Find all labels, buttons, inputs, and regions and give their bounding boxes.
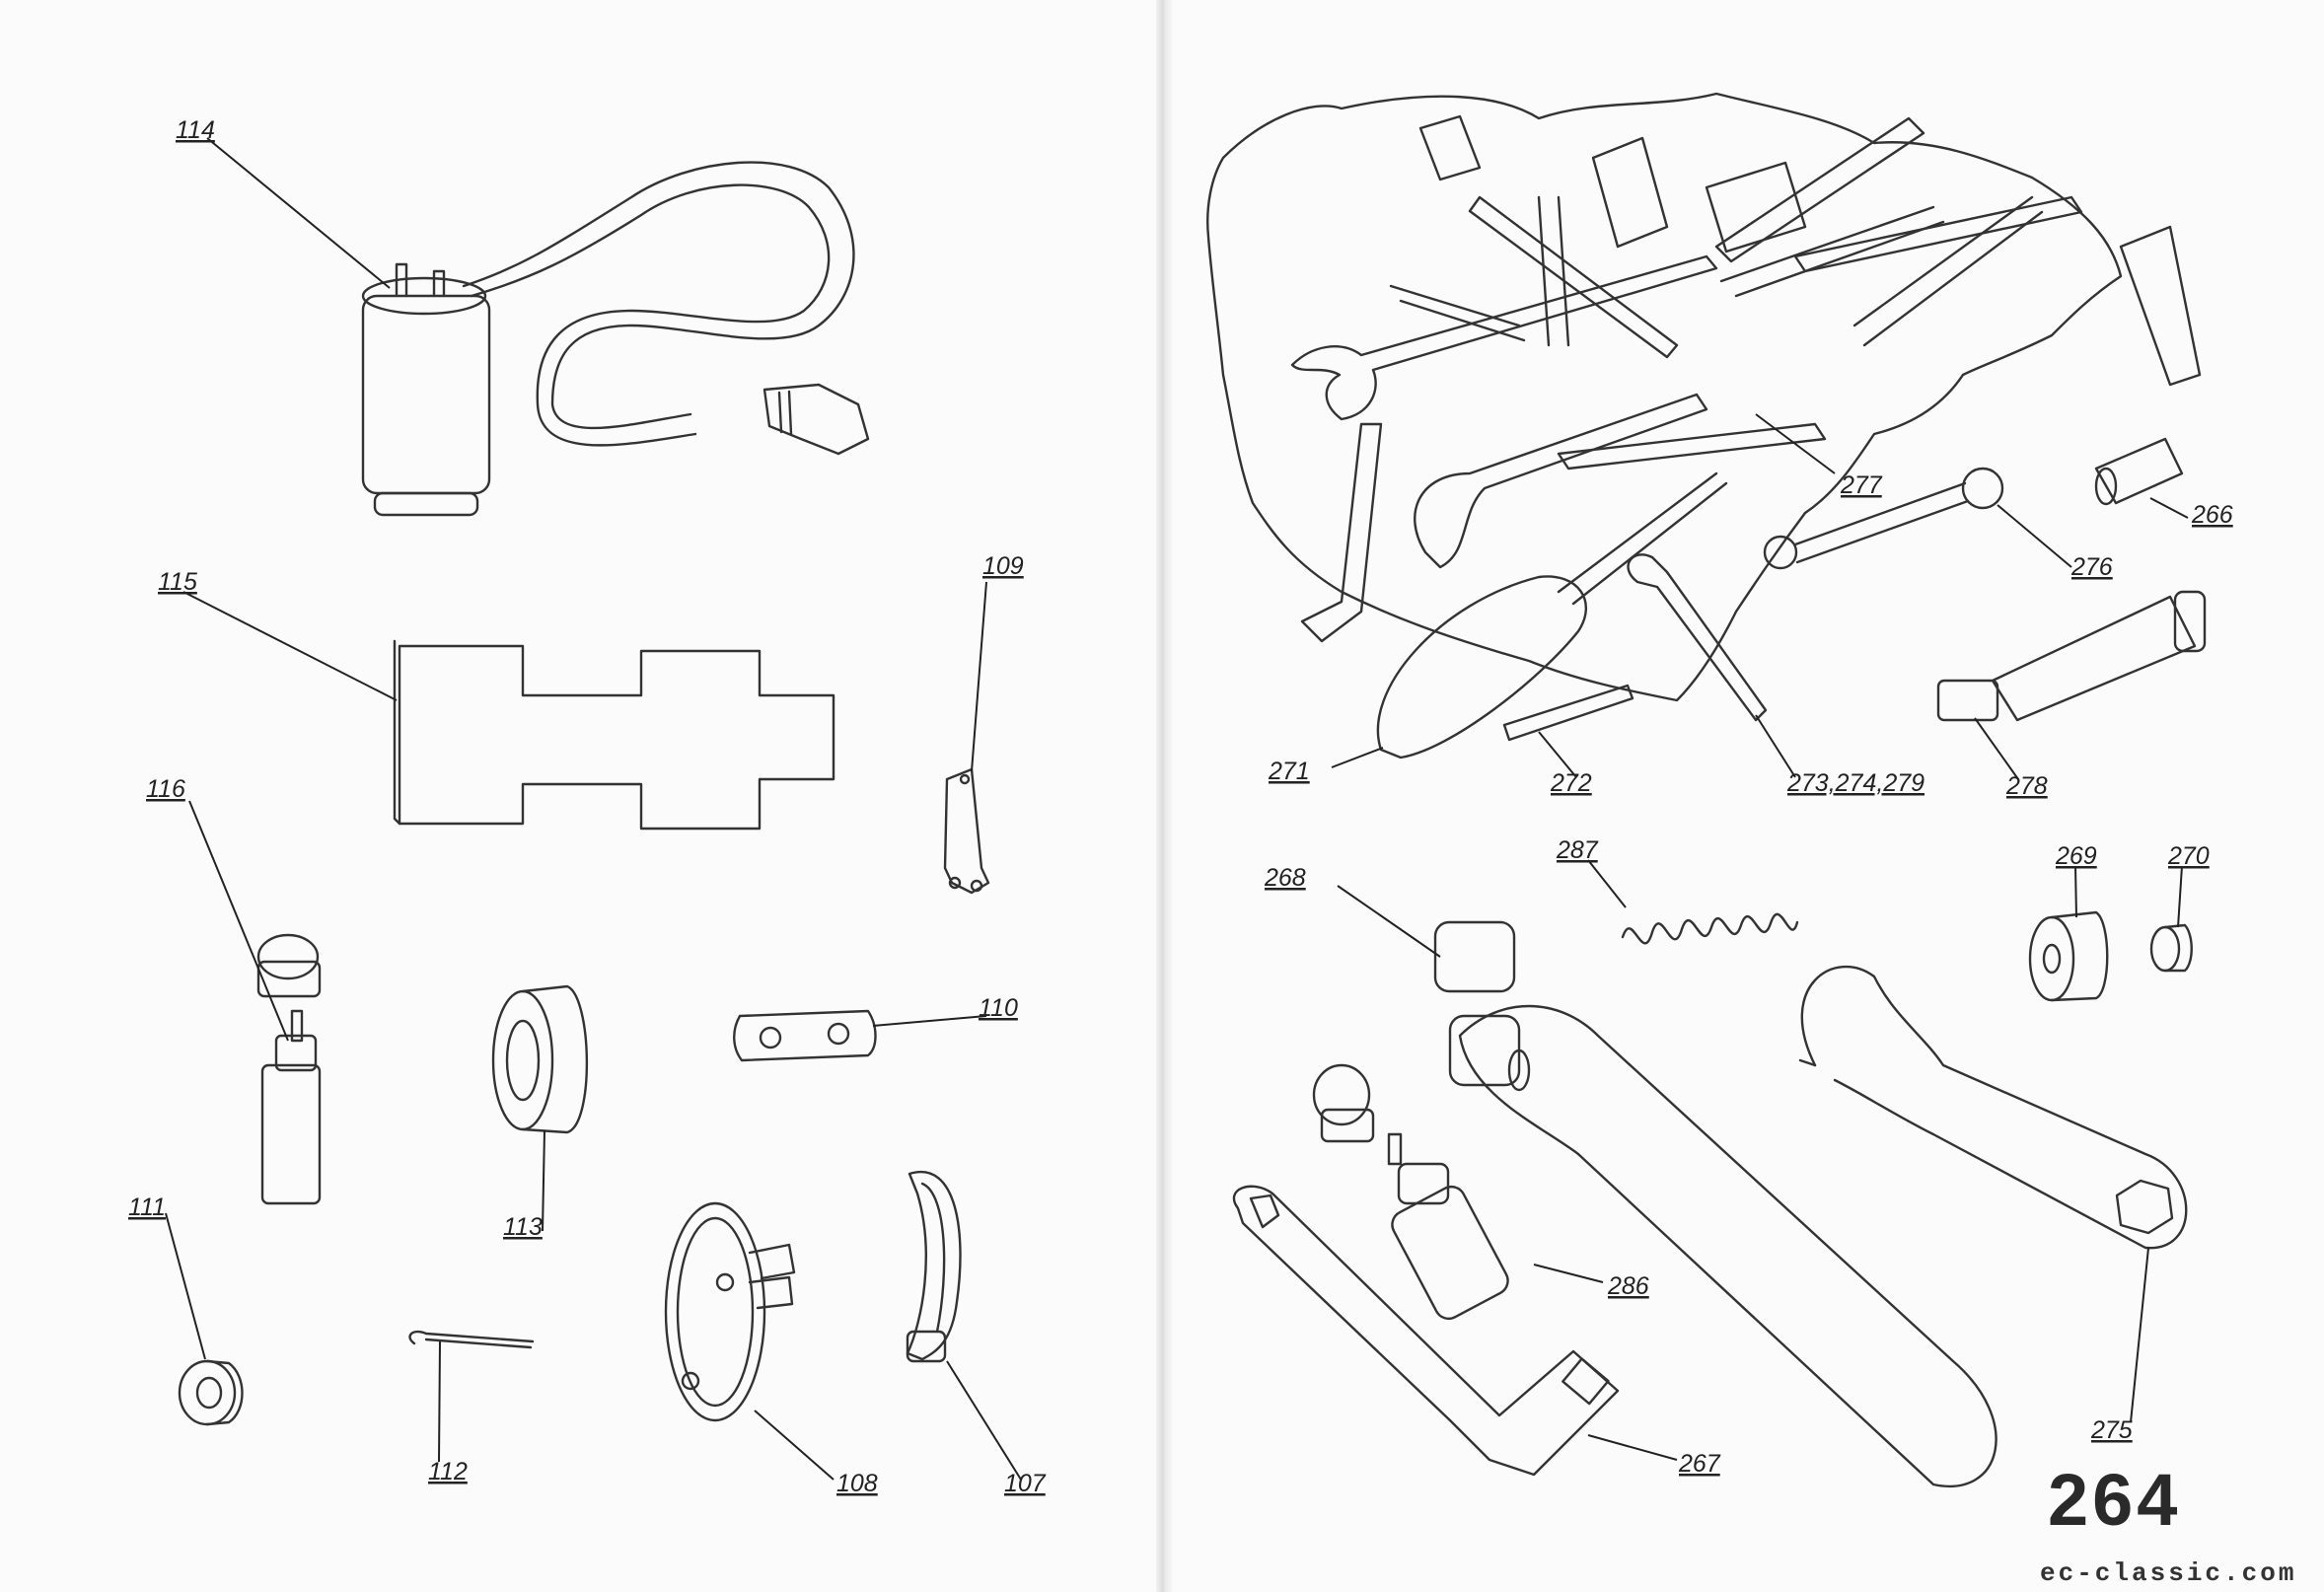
callout-277: 277 [1840,471,1883,499]
callout-271: 271 [1268,758,1310,785]
tool-roll-tools [1290,114,2202,643]
leader-114 [206,137,391,289]
callout-112: 112 [428,1458,468,1485]
callout-269: 269 [2055,842,2097,870]
callout-287: 287 [1556,836,1599,864]
part-267-cranked-spanner [1232,1185,1620,1477]
part-115-gasket-plate [393,639,835,831]
callout-110: 110 [979,994,1018,1022]
callout-272: 272 [1550,769,1592,797]
callout-286: 286 [1607,1272,1649,1300]
leader-271 [1331,747,1384,768]
part-272-drift-punch [1502,684,1634,742]
callout-267: 267 [1678,1450,1721,1478]
callout-114: 114 [176,116,215,144]
leader-266 [2149,497,2189,519]
leader-287 [1587,859,1627,908]
leader-270 [2177,865,2183,928]
callout-278: 278 [2005,772,2048,800]
part-116-spark-plug-cap [256,933,322,1205]
part-266-box-spanner [2094,437,2184,506]
part-275-c-spanner [1798,965,2188,1250]
leader-107 [946,1360,1022,1481]
callout-108: 108 [836,1470,878,1497]
part-108-brake-plate [664,1201,796,1422]
leader-110 [872,1015,987,1027]
leader-116 [188,800,289,1042]
callout-276: 276 [2070,553,2113,581]
leader-113 [542,1129,545,1232]
callout-115: 115 [158,568,197,596]
leader-111 [165,1212,206,1360]
leader-286 [1533,1264,1604,1283]
part-287-spring [1621,912,1799,945]
leader-267 [1587,1434,1678,1461]
leader-278 [1974,717,2019,780]
book-gutter [1156,0,1172,1592]
leader-275 [2130,1247,2149,1423]
leader-273 [1755,714,1796,778]
leader-269 [2074,865,2077,918]
part-114-ignition-coil [361,161,870,517]
callout-270: 270 [2167,842,2210,870]
callout-266: 266 [2191,501,2233,529]
part-113-bearing [491,984,589,1134]
left-page [1162,0,1164,1592]
part-271-screwdriver [1376,471,1728,760]
part-276-ring-spanner [1763,467,2004,570]
leader-276 [1997,504,2072,568]
callout-111: 111 [128,1194,166,1221]
part-110-two-hole-bar [733,1009,877,1062]
callout-109: 109 [982,552,1024,580]
callout-107: 107 [1004,1470,1047,1497]
leader-109 [971,581,987,772]
leader-268 [1337,885,1441,958]
leader-272 [1538,731,1577,778]
part-112-split-pin [408,1330,535,1349]
leader-115 [182,591,398,701]
leader-112 [438,1340,441,1463]
part-111-washer [178,1359,244,1426]
part-278-grease-gun [1936,590,2207,722]
callout-113: 113 [503,1213,543,1241]
part-286-plug-tester [1312,1063,1509,1321]
part-109-link-plate [943,767,990,895]
part-107-brake-shoe [906,1170,962,1363]
callout-275: 275 [2090,1416,2133,1444]
right-page [1164,0,2324,1592]
tool-roll-cloth [1206,92,2123,702]
leader-277 [1755,413,1836,474]
callout-268: 268 [1264,864,1306,892]
leader-108 [754,1410,835,1481]
part-268-cylinder-tool [1433,920,1997,1487]
callout-273: 273,274,279 [1786,769,1925,797]
part-269-roller [2028,910,2109,1002]
callout-116: 116 [146,775,185,803]
watermark: ec-classic.com [2040,1558,2297,1588]
part-270-small-cap [2149,923,2193,973]
part-273-open-spanner [1627,553,1768,722]
page-number: 264 [2048,1459,2182,1541]
